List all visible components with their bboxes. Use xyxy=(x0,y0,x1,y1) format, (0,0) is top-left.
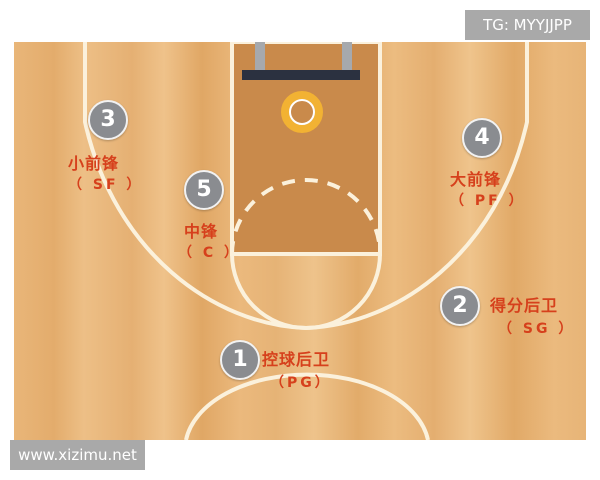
free-throw-dashed-arc xyxy=(230,178,382,255)
backboard-support-right xyxy=(342,42,352,70)
position-name: 得分后卫 xyxy=(490,296,559,315)
position-abbreviation: （PG） xyxy=(270,375,332,391)
player-number-badge: 1 xyxy=(220,340,260,380)
backboard-support-left xyxy=(255,42,265,70)
website-watermark: www.xizimu.net xyxy=(10,440,145,470)
basketball-court: 3 小前锋 （ SF ） 4 大前锋 （ PF ） 5 中锋 （ C ） 2 得… xyxy=(14,42,586,440)
player-number-badge: 2 xyxy=(440,286,480,326)
position-abbreviation: （ PF ） xyxy=(450,193,526,209)
position-name: 大前锋 xyxy=(450,170,502,189)
hoop xyxy=(281,91,323,133)
position-name: 控球后卫 xyxy=(262,350,331,369)
player-number-badge: 4 xyxy=(462,118,502,158)
player-number-badge: 3 xyxy=(88,100,128,140)
court-lines xyxy=(83,42,529,440)
backboard xyxy=(242,70,360,80)
position-abbreviation: （ C ） xyxy=(178,245,242,261)
player-number-badge: 5 xyxy=(184,170,224,210)
free-throw-circle xyxy=(230,253,382,330)
position-abbreviation: （ SG ） xyxy=(498,321,576,337)
position-name: 中锋 xyxy=(184,222,219,241)
hoop-inner xyxy=(289,99,315,125)
center-circle xyxy=(184,372,430,440)
position-abbreviation: （ SF ） xyxy=(68,177,144,193)
position-name: 小前锋 xyxy=(68,154,120,173)
telegram-watermark: TG: MYYJJPP xyxy=(465,10,590,40)
